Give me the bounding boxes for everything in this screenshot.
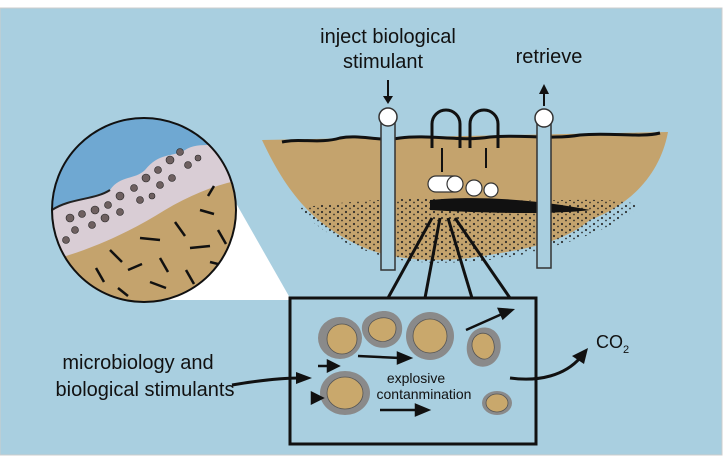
zoom-line-2 — [423, 217, 442, 299]
contaminant-particles — [318, 311, 512, 415]
buried-drum-3 — [483, 182, 499, 198]
microbiology-label-line1: microbiology and — [62, 352, 213, 374]
inject-well — [380, 117, 396, 271]
inject-label-line1: inject biological — [320, 26, 456, 48]
reaction-arrows — [310, 307, 516, 417]
buried-drum-1 — [446, 175, 464, 193]
co2-subscript: 2 — [623, 344, 629, 356]
buried-drum-2 — [465, 179, 483, 197]
apparatus-arch-right — [468, 108, 500, 148]
inject-arrow-icon — [383, 80, 393, 104]
inject-well-cap — [378, 107, 398, 127]
co2-label: CO2 — [596, 332, 629, 356]
retrieve-well-cap — [534, 108, 554, 128]
co2-arrow-icon — [509, 348, 588, 381]
apparatus-arch-left — [430, 108, 462, 148]
microbiology-arrow-icon — [231, 372, 312, 387]
inject-label-line2: stimulant — [343, 51, 423, 73]
retrieve-well — [536, 119, 552, 269]
zoom-line-1 — [386, 217, 434, 299]
ground-surface-line — [281, 131, 661, 144]
zoom-line-3 — [446, 217, 474, 299]
explosive-label-line2: contanmination — [377, 386, 472, 402]
explosive-label-line1: explosive — [387, 370, 446, 386]
microbiology-label-line2: biological stimulants — [56, 379, 235, 401]
retrieve-arrow-icon — [539, 84, 549, 106]
zoom-line-4 — [453, 217, 512, 299]
soil-magnification-circle — [51, 117, 237, 303]
retrieve-label: retrieve — [516, 46, 583, 68]
